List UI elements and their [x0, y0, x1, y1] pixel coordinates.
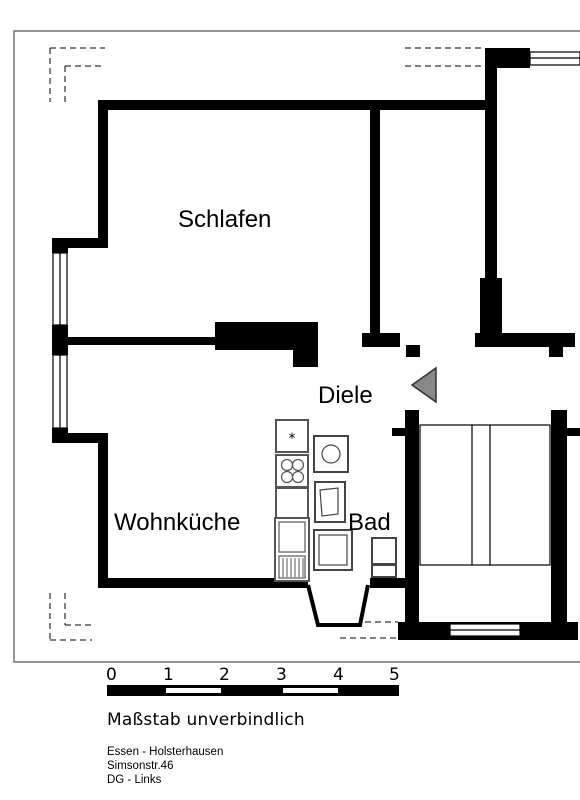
address-line-floor: DG - Links [107, 774, 162, 786]
fridge-star-icon: * [289, 431, 296, 447]
room-label-bath: Bad [348, 509, 391, 536]
room-label-bedroom: Schlafen [178, 206, 271, 233]
scale-tick-5: 5 [389, 665, 400, 685]
room-label-hall: Diele [318, 382, 373, 409]
scale-tick-4: 4 [333, 665, 344, 685]
scale-ticks: 0 1 2 3 4 5 [106, 665, 400, 685]
scale-caption: Maßstab unverbindlich [107, 710, 305, 730]
room-label-kitchen: Wohnküche [114, 509, 240, 536]
entrance-arrow-icon [410, 366, 437, 404]
scale-tick-0: 0 [106, 665, 117, 685]
scale-bar [107, 685, 399, 696]
plan-frame [13, 30, 580, 663]
sink-lines [282, 558, 304, 577]
scale-tick-1: 1 [163, 665, 174, 685]
stairwell [419, 424, 551, 566]
scale-tick-2: 2 [219, 665, 230, 685]
bath-fittings [313, 435, 397, 578]
kitchen-fittings [274, 419, 310, 582]
walls [52, 48, 580, 640]
bath-niche [306, 584, 370, 627]
address-line-street: Simsonstr.46 [107, 760, 174, 772]
roof-outline-lines [49, 47, 485, 641]
address-line-district: Essen - Holsterhausen [107, 746, 224, 758]
windows [52, 51, 580, 637]
scale-tick-3: 3 [276, 665, 287, 685]
address-block: Essen - Holsterhausen Simsonstr.46 DG - … [107, 745, 223, 787]
